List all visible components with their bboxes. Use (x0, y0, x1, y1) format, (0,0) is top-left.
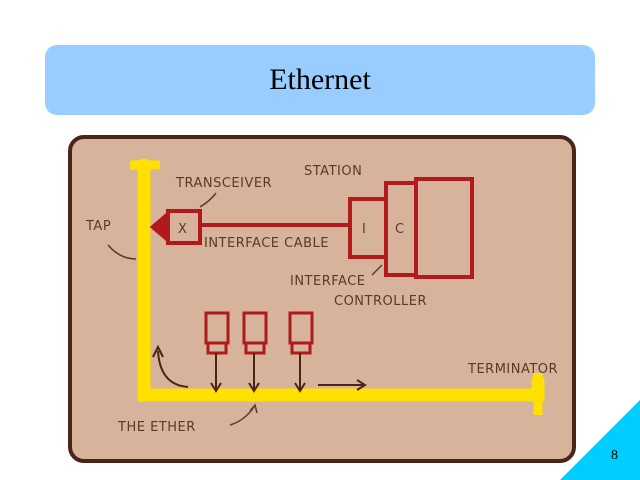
label-x: X (178, 222, 187, 237)
label-interface-controller-2: CONTROLLER (334, 294, 427, 309)
station-box (414, 177, 474, 279)
drop-arrow-3 (294, 382, 306, 393)
label-interface-cable: INTERFACE CABLE (204, 236, 329, 251)
curved-arrow-head (152, 344, 164, 358)
controller-pointer (371, 264, 383, 276)
transceiver-pointer (199, 192, 217, 208)
title-bar: Ethernet (45, 45, 595, 115)
label-transceiver: TRANSCEIVER (175, 176, 272, 191)
slide-title: Ethernet (269, 63, 371, 96)
label-interface-controller-1: INTERFACE (290, 274, 366, 289)
right-arrow-head (356, 379, 367, 391)
diagram-card (68, 135, 576, 463)
drop-arrow-2 (248, 382, 260, 393)
label-terminator: TERMINATOR (467, 362, 558, 377)
corner-accent (560, 400, 640, 480)
label-station: STATION (304, 164, 362, 179)
drop-arrow-1 (210, 382, 222, 393)
curved-arrow (157, 350, 189, 388)
label-c: C (395, 222, 405, 237)
label-tap: TAP (85, 219, 111, 234)
tap-pointer (107, 244, 137, 260)
label-i: I (362, 222, 366, 237)
page-number: 8 (611, 448, 618, 463)
ethernet-diagram: TAP X TRANSCEIVER INTERFACE CABLE STATIO… (68, 135, 576, 463)
ether-pointer-head (249, 403, 258, 414)
label-the-ether: THE ETHER (117, 420, 196, 435)
